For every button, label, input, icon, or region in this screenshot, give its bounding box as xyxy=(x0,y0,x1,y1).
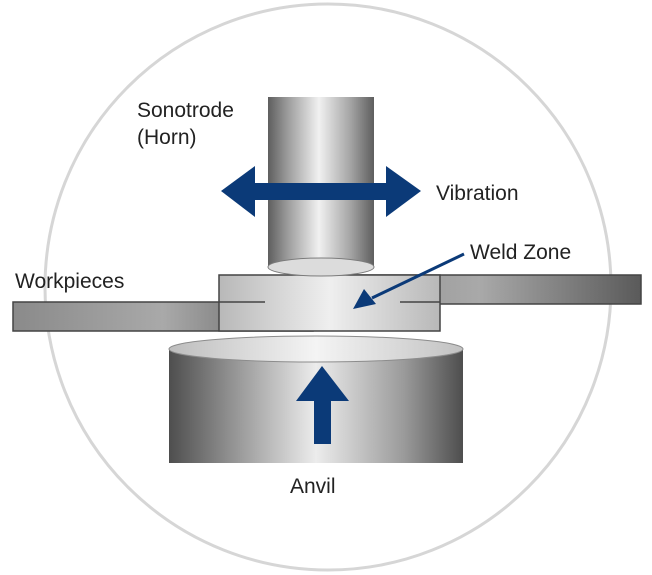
anvil-up-arrow-icon xyxy=(296,366,349,444)
workpieces-label: Workpieces xyxy=(15,270,125,293)
vibration-arrow-icon xyxy=(221,166,421,217)
weld-zone-label: Weld Zone xyxy=(470,241,572,264)
horn-label: (Horn) xyxy=(137,126,197,149)
anvil-label: Anvil xyxy=(290,475,336,498)
sonotrode-label: Sonotrode xyxy=(137,99,234,122)
vibration-label: Vibration xyxy=(436,182,519,205)
weld-zone-pointer-icon xyxy=(353,252,465,309)
sonotrode-horn xyxy=(267,97,375,277)
workpieces xyxy=(12,274,642,332)
